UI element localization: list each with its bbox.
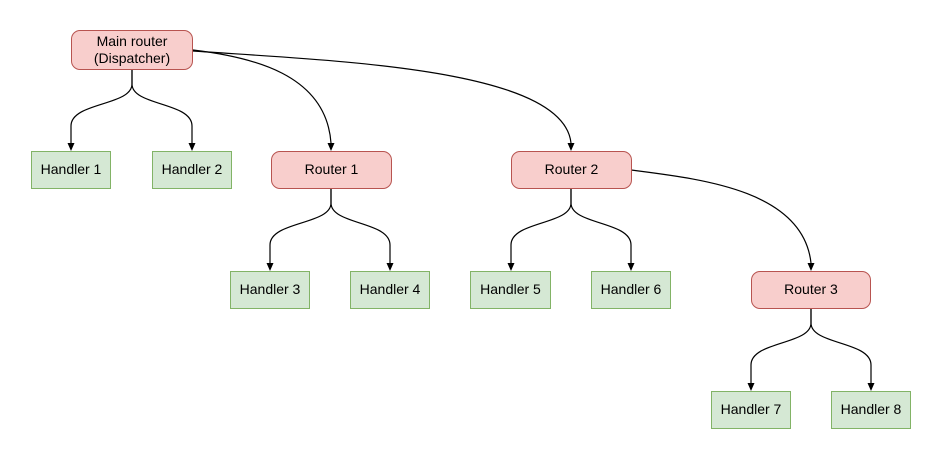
arrowhead-router1 — [327, 143, 335, 151]
node-handler-4-label: Handler 4 — [359, 281, 421, 298]
node-main-router: Main router (Dispatcher) — [71, 30, 193, 70]
arrowhead-handler4 — [386, 263, 394, 271]
node-handler-7-label: Handler 7 — [720, 401, 782, 418]
node-router-2: Router 2 — [511, 151, 632, 189]
node-main-router-label: Main router — [96, 32, 168, 49]
node-handler-5: Handler 5 — [470, 271, 551, 309]
edge-main-to-router1 — [192, 49, 332, 144]
edge-main-to-router2 — [192, 50, 572, 144]
node-handler-8-label: Handler 8 — [840, 401, 902, 418]
node-router-2-label: Router 2 — [544, 161, 599, 178]
node-handler-2-label: Handler 2 — [161, 161, 223, 178]
arrowhead-handler8 — [867, 383, 875, 391]
edge-router1-to-handler4 — [330, 189, 391, 263]
arrowhead-handler3 — [266, 263, 274, 271]
edge-main-to-handler1 — [70, 70, 133, 143]
arrowhead-handler2 — [188, 143, 196, 151]
node-handler-8: Handler 8 — [831, 391, 911, 429]
node-router-3-label: Router 3 — [784, 281, 838, 298]
node-handler-1: Handler 1 — [31, 151, 111, 189]
edge-router2-to-handler5 — [510, 189, 572, 263]
node-router-3: Router 3 — [751, 271, 871, 309]
node-main-router-sublabel: (Dispatcher) — [93, 50, 171, 66]
node-handler-1-label: Handler 1 — [40, 161, 102, 178]
node-handler-3: Handler 3 — [230, 271, 310, 309]
node-handler-5-label: Handler 5 — [480, 281, 541, 298]
arrowhead-handler7 — [747, 383, 755, 391]
arrowhead-handler1 — [67, 143, 75, 151]
node-handler-4: Handler 4 — [350, 271, 430, 309]
edge-router2-to-router3 — [630, 169, 812, 264]
edge-router3-to-handler8 — [810, 309, 872, 383]
node-handler-6-label: Handler 6 — [600, 281, 662, 298]
arrowhead-router3 — [807, 263, 815, 271]
edge-router3-to-handler7 — [750, 309, 812, 383]
arrowhead-handler5 — [507, 263, 515, 271]
node-router-1: Router 1 — [271, 151, 392, 189]
node-handler-3-label: Handler 3 — [239, 281, 301, 298]
edge-router1-to-handler3 — [269, 189, 332, 263]
node-handler-2: Handler 2 — [152, 151, 232, 189]
node-handler-6: Handler 6 — [591, 271, 671, 309]
arrowhead-router2 — [567, 143, 575, 151]
node-handler-7: Handler 7 — [711, 391, 791, 429]
node-router-1-label: Router 1 — [304, 161, 359, 178]
edge-router2-to-handler6 — [570, 189, 632, 263]
edge-main-to-handler2 — [131, 70, 193, 143]
arrowhead-handler6 — [627, 263, 635, 271]
